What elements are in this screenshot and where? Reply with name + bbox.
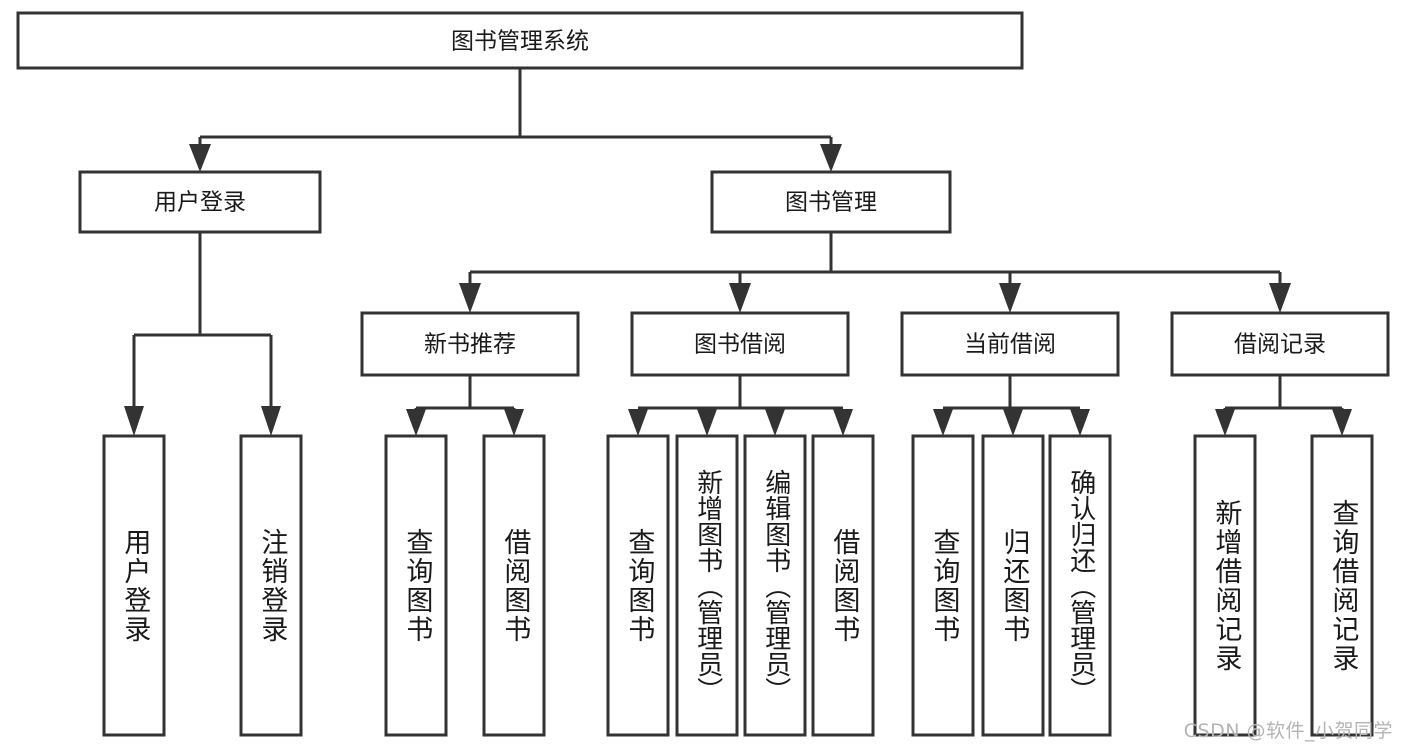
node-user-login-rect[interactable] bbox=[78, 170, 322, 234]
node-leaf-add-book-rect[interactable] bbox=[675, 434, 739, 737]
connector-currentborrow-to-leaves bbox=[933, 375, 1090, 436]
node-current-borrow[interactable]: 当前借阅 bbox=[900, 311, 1120, 377]
arrow-head-leaf-confirm-return bbox=[1070, 409, 1090, 436]
node-leaf-confirm-return-rect[interactable] bbox=[1048, 434, 1112, 737]
node-user-login-label: 用户登录 bbox=[154, 190, 246, 216]
connector-root-to-level2 bbox=[189, 68, 842, 172]
arrow-head-leaf-query-book-rec bbox=[406, 409, 426, 436]
arrow-head-leaf-add-record bbox=[1215, 409, 1235, 436]
node-leaf-query-record-rect[interactable] bbox=[1310, 434, 1374, 737]
leaf-boxes bbox=[102, 434, 1374, 737]
node-book-manage-rect[interactable] bbox=[710, 170, 952, 234]
arrow-head-book-borrow bbox=[729, 283, 751, 313]
node-leaf-return-book-rect[interactable] bbox=[981, 434, 1045, 737]
arrow-head-borrow-record bbox=[1269, 283, 1291, 313]
node-leaf-borrow-book-rect[interactable] bbox=[811, 434, 875, 737]
arrow-head-leaf-query-book-borrow bbox=[628, 409, 648, 436]
node-current-borrow-label: 当前借阅 bbox=[964, 332, 1056, 358]
node-root-label: 图书管理系统 bbox=[451, 29, 589, 55]
connector-bookmanage-to-level3 bbox=[459, 232, 1291, 313]
connector-borrowrecord-to-leaves bbox=[1215, 375, 1352, 436]
watermark: CSDN @软件_小贺同学 bbox=[1183, 720, 1393, 742]
arrow-head-leaf-add-book bbox=[697, 409, 717, 436]
node-book-borrow[interactable]: 图书借阅 bbox=[630, 311, 850, 377]
node-leaf-edit-book-rect[interactable] bbox=[743, 434, 807, 737]
node-new-book-rec-label: 新书推荐 bbox=[424, 332, 516, 358]
node-leaf-query-book-borrow-rect[interactable] bbox=[606, 434, 670, 737]
arrow-head-user-login bbox=[189, 144, 211, 172]
node-new-book-rec-rect[interactable] bbox=[360, 311, 580, 377]
connector-userlogin-to-leaves bbox=[124, 232, 281, 436]
node-leaf-query-book-cur-rect[interactable] bbox=[911, 434, 975, 737]
arrow-head-leaf-borrow-book-rec bbox=[504, 409, 524, 436]
node-book-manage[interactable]: 图书管理 bbox=[710, 170, 952, 234]
node-book-manage-label: 图书管理 bbox=[785, 190, 877, 216]
connector-newbookrec-to-leaves bbox=[406, 375, 524, 436]
node-book-borrow-rect[interactable] bbox=[630, 311, 850, 377]
arrow-head-leaf-edit-book bbox=[765, 409, 785, 436]
node-current-borrow-rect[interactable] bbox=[900, 311, 1120, 377]
arrow-head-book-manage bbox=[820, 144, 842, 172]
arrow-head-leaf-return-book bbox=[1003, 409, 1023, 436]
arrow-head-leaf-user-logout bbox=[261, 406, 281, 436]
arrow-head-new-book-rec bbox=[459, 283, 481, 313]
node-new-book-rec[interactable]: 新书推荐 bbox=[360, 311, 580, 377]
node-book-borrow-label: 图书借阅 bbox=[694, 332, 786, 358]
node-leaf-query-book-rec-rect[interactable] bbox=[384, 434, 448, 737]
arrow-head-leaf-borrow-book bbox=[833, 409, 853, 436]
node-leaf-user-login-rect[interactable] bbox=[102, 434, 166, 737]
node-leaf-borrow-book-rec-rect[interactable] bbox=[482, 434, 546, 737]
node-leaf-add-record-rect[interactable] bbox=[1193, 434, 1257, 737]
arrow-head-leaf-query-book-cur bbox=[933, 409, 953, 436]
arrow-head-leaf-user-login bbox=[124, 406, 144, 436]
node-borrow-record-rect[interactable] bbox=[1170, 311, 1390, 377]
arrow-head-current-borrow bbox=[999, 283, 1021, 313]
node-user-login[interactable]: 用户登录 bbox=[78, 170, 322, 234]
connector-bookborrow-to-leaves bbox=[628, 375, 853, 436]
node-leaf-user-logout-rect[interactable] bbox=[239, 434, 303, 737]
arrow-head-leaf-query-record bbox=[1332, 409, 1352, 436]
node-borrow-record[interactable]: 借阅记录 bbox=[1170, 311, 1390, 377]
node-root-rect[interactable] bbox=[16, 11, 1024, 70]
node-root[interactable]: 图书管理系统 bbox=[16, 11, 1024, 70]
node-borrow-record-label: 借阅记录 bbox=[1234, 332, 1326, 358]
